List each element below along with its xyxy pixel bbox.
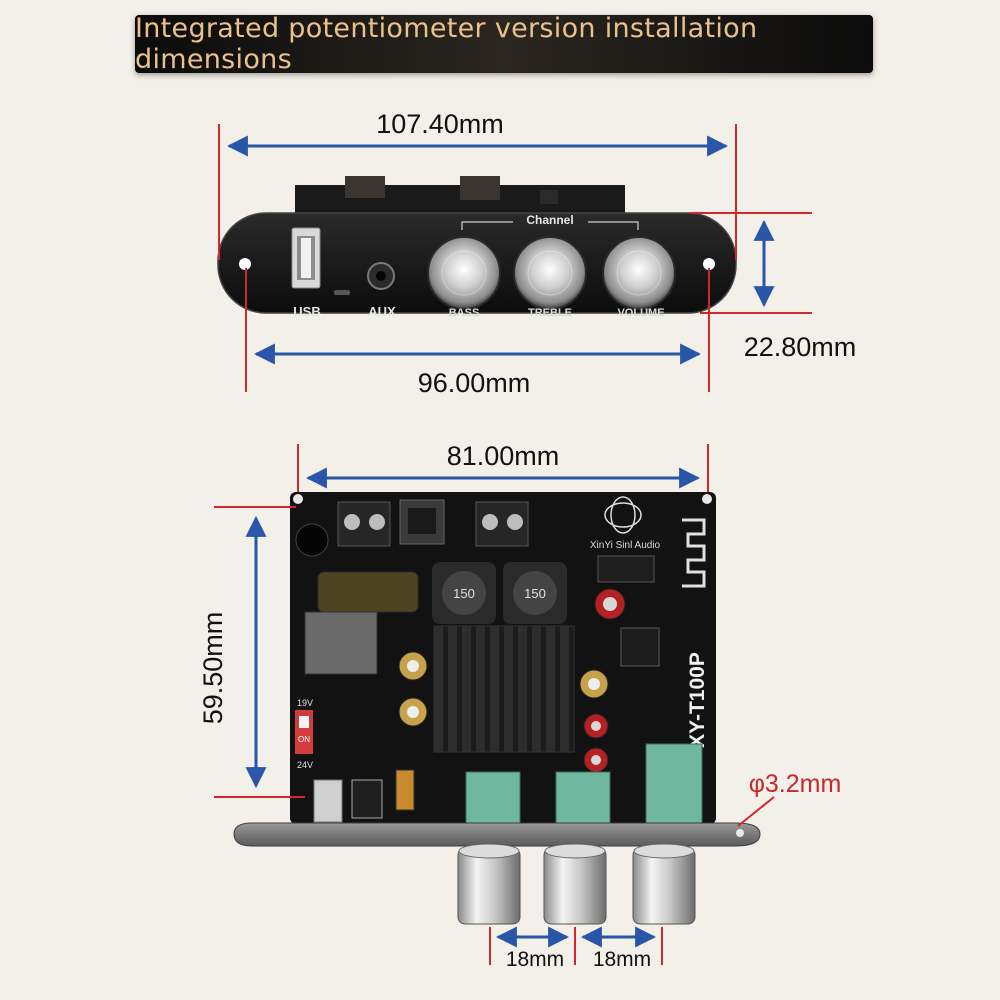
switch-label-on: ON bbox=[298, 735, 310, 744]
potentiometer-volume bbox=[645, 743, 703, 825]
title-banner: Integrated potentiometer version install… bbox=[135, 13, 873, 75]
dip-switch bbox=[295, 710, 313, 754]
switch-label-top: 19V bbox=[297, 698, 313, 708]
power-inductor bbox=[304, 611, 378, 675]
dc-jack bbox=[399, 499, 445, 545]
aux-jack bbox=[367, 262, 395, 290]
panel-extension-lines bbox=[218, 124, 812, 392]
connector-bottom-left bbox=[351, 779, 383, 819]
aux-label: AUX bbox=[368, 304, 396, 319]
front-panel-view: USB AUX Channel BASS TREBLE VOLUME bbox=[217, 109, 857, 398]
knob-cylinder-middle bbox=[543, 843, 607, 925]
terminal-block-right bbox=[475, 501, 529, 547]
mounting-hole-right bbox=[703, 258, 715, 270]
capacitor-red-right-2 bbox=[583, 747, 609, 773]
capacitor-red-top bbox=[594, 588, 626, 620]
switch-label-bottom: 24V bbox=[297, 760, 313, 770]
capacitor-gold-left-1 bbox=[398, 651, 428, 681]
board-hole-top-left bbox=[293, 494, 303, 504]
capacitor-large bbox=[317, 571, 419, 613]
heatsink bbox=[433, 625, 575, 753]
mounting-hole-left bbox=[239, 258, 251, 270]
buzzer bbox=[295, 523, 329, 557]
mounting-plate bbox=[233, 822, 761, 847]
panel-width-label: 107.40mm bbox=[376, 109, 504, 139]
knob-label-bass: BASS bbox=[449, 307, 480, 319]
connector-header bbox=[395, 769, 415, 811]
usb-port-board bbox=[313, 779, 343, 823]
knob-bass bbox=[427, 236, 501, 310]
capacitor-gold-right bbox=[579, 669, 609, 699]
knob-label-volume: VOLUME bbox=[617, 307, 664, 319]
panel-hole-spacing-label: 96.00mm bbox=[418, 368, 531, 398]
potentiometer-treble bbox=[555, 771, 611, 827]
board-hole-spacing-label: 81.00mm bbox=[447, 441, 560, 471]
page-title: Integrated potentiometer version install… bbox=[135, 13, 758, 75]
board-view: XinYi Sinl Audio 150 150 bbox=[198, 441, 841, 971]
board-extension-lines bbox=[214, 444, 775, 965]
brand-label: XinYi Sinl Audio bbox=[590, 540, 661, 551]
channel-label: Channel bbox=[526, 213, 573, 227]
potentiometer-bass bbox=[465, 771, 521, 827]
knob-cylinder-right bbox=[632, 843, 696, 925]
usb-label: USB bbox=[293, 304, 320, 319]
antenna-trace bbox=[682, 518, 706, 588]
board-dimension-arrows bbox=[245, 467, 701, 948]
terminal-block-left bbox=[337, 501, 391, 547]
inductor-code-right: 150 bbox=[524, 586, 546, 601]
panel-height-label: 22.80mm bbox=[744, 332, 857, 362]
model-label: XY-T100P bbox=[686, 652, 709, 748]
chip-main bbox=[620, 627, 660, 667]
knob-spacing-label-right: 18mm bbox=[593, 948, 651, 971]
brand-logo bbox=[604, 496, 642, 534]
knob-treble bbox=[513, 236, 587, 310]
knob-volume bbox=[602, 236, 676, 310]
hole-diameter-label: φ3.2mm bbox=[749, 770, 842, 798]
board-behind-panel bbox=[295, 176, 625, 215]
board-hole-top-right bbox=[702, 494, 712, 504]
knob-cylinder-left bbox=[457, 843, 521, 925]
inductor-left bbox=[432, 562, 496, 624]
usb-port bbox=[291, 227, 321, 289]
chip-top-right bbox=[597, 555, 655, 583]
inductor-right bbox=[503, 562, 567, 624]
channel-bracket bbox=[461, 221, 639, 230]
knob-spacing-label-left: 18mm bbox=[506, 948, 564, 971]
knob-label-treble: TREBLE bbox=[528, 307, 572, 319]
inductor-code-left: 150 bbox=[453, 586, 475, 601]
capacitor-red-right-1 bbox=[583, 713, 609, 739]
led-indicator bbox=[334, 290, 350, 295]
board-depth-label: 59.50mm bbox=[198, 612, 228, 725]
capacitor-gold-left-2 bbox=[398, 697, 428, 727]
plate-hole-right bbox=[736, 829, 744, 837]
panel-dimension-arrows bbox=[226, 135, 775, 365]
